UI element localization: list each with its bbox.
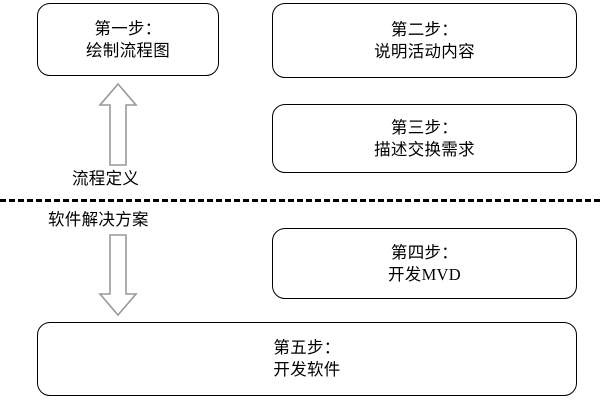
step-body: 开发软件 [273, 360, 341, 379]
arrow-up-icon [98, 82, 138, 166]
step-body: 说明活动内容 [374, 41, 475, 61]
step-box-5[interactable]: 第五步： 开发软件 [37, 322, 577, 396]
step-box-2[interactable]: 第二步： 说明活动内容 [272, 3, 577, 78]
step-body: 绘制流程图 [86, 40, 170, 60]
phase-divider [0, 199, 600, 202]
phase-label-process-definition: 流程定义 [72, 169, 140, 188]
step-heading: 第四步： [390, 242, 459, 262]
step-box-4[interactable]: 第四步： 开发MVD [272, 228, 577, 299]
step-box-3[interactable]: 第三步： 描述交换需求 [272, 104, 577, 173]
step-body: 开发MVD [387, 264, 461, 284]
step-body: 描述交换需求 [374, 139, 475, 159]
arrow-down-icon [98, 234, 138, 317]
step-heading: 第二步： [390, 19, 459, 39]
step-heading: 第三步： [390, 117, 459, 137]
phase-label-software-solution: 软件解决方案 [48, 210, 149, 229]
step-heading: 第一步： [94, 18, 162, 38]
step-box-1[interactable]: 第一步： 绘制流程图 [37, 3, 219, 76]
step-heading: 第五步： [273, 338, 341, 358]
